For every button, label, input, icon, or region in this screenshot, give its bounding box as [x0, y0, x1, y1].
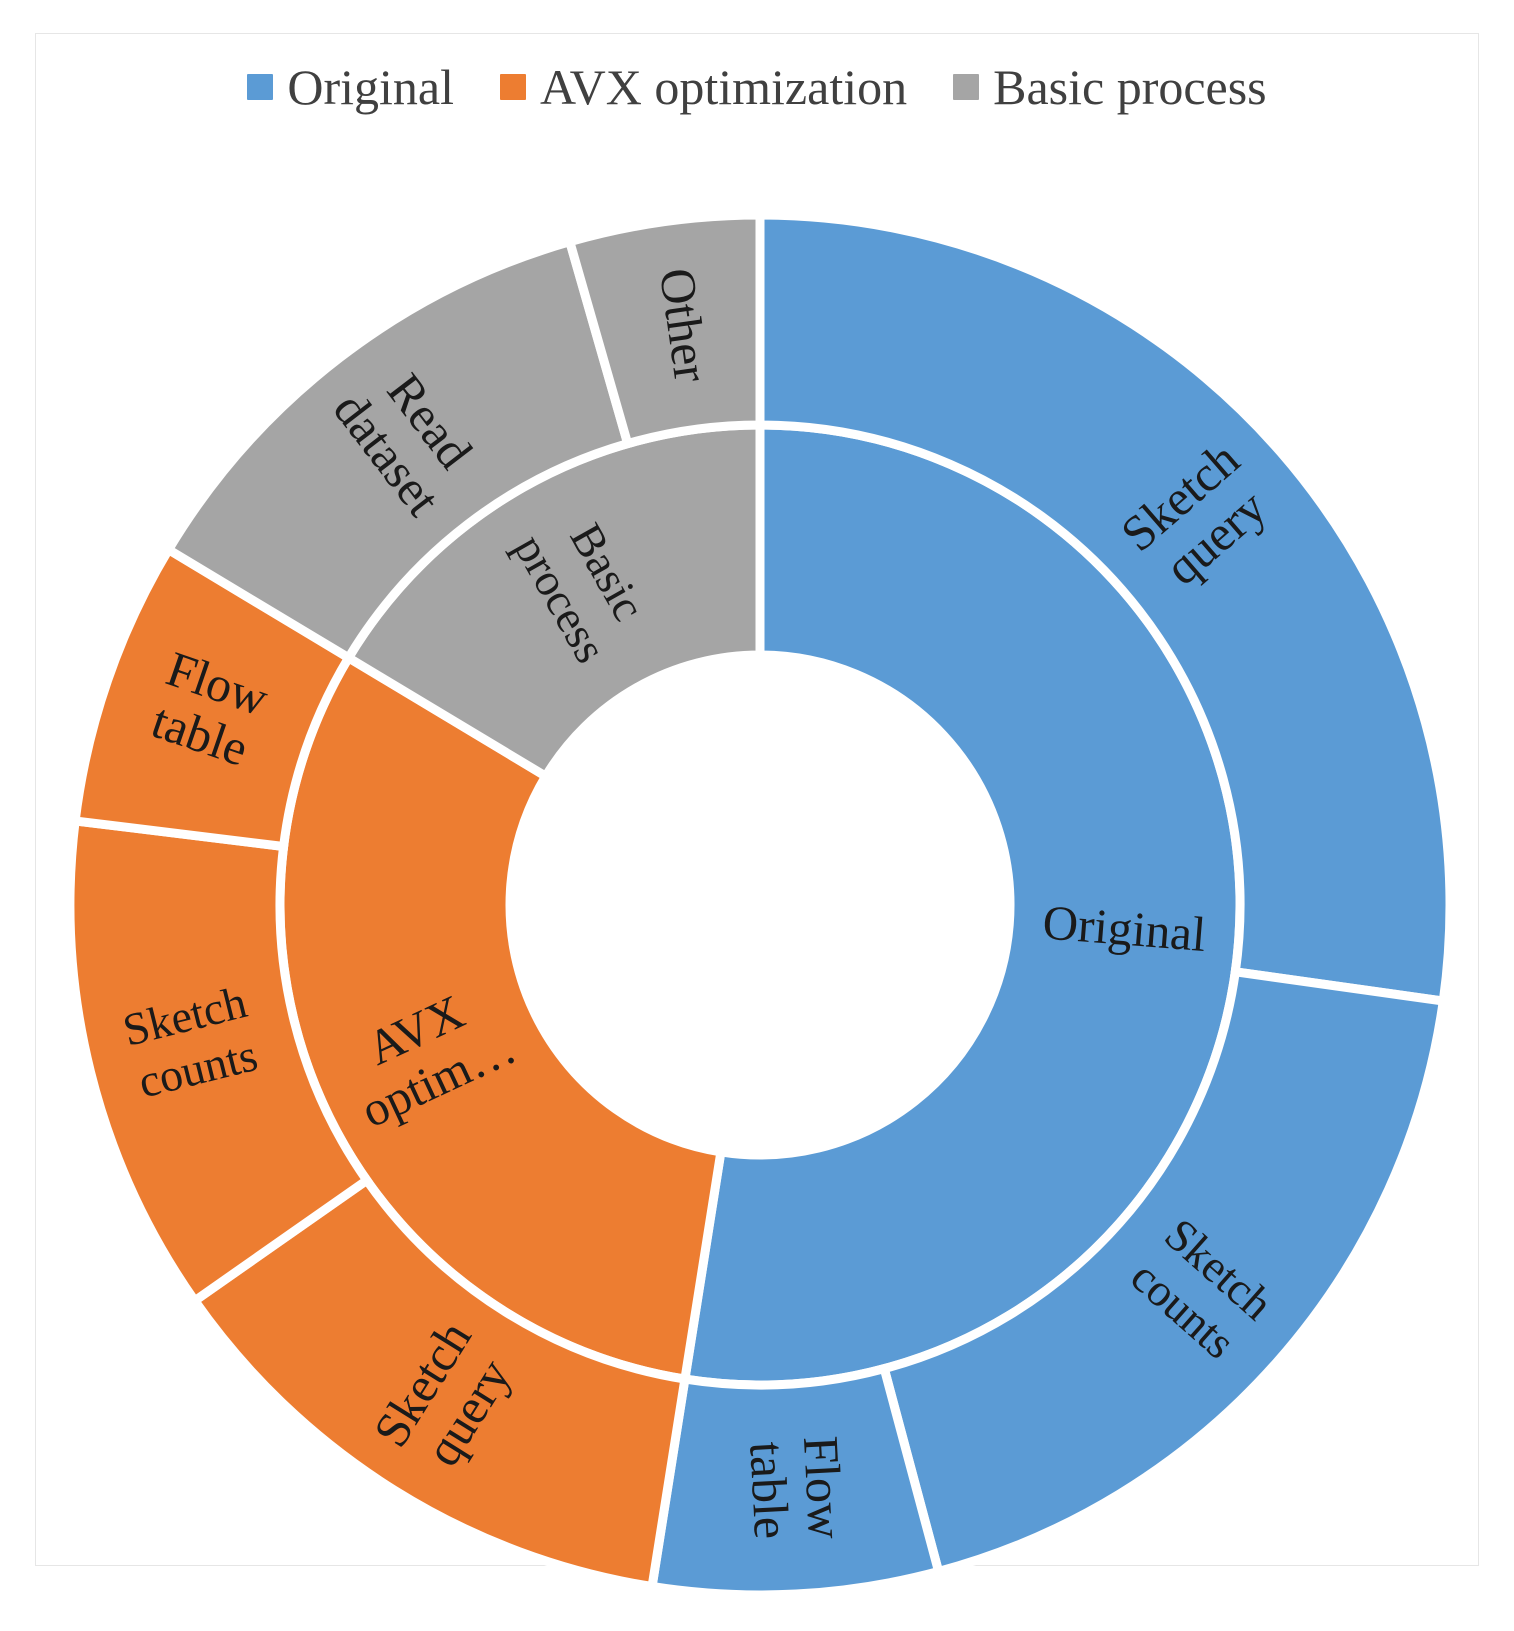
square-swatch-icon — [247, 74, 274, 100]
sunburst-segment[interactable] — [564, 210, 765, 450]
legend-item-original[interactable]: Original — [247, 62, 454, 112]
square-swatch-icon — [953, 74, 980, 100]
sunburst-segment[interactable] — [878, 966, 1449, 1578]
sunburst-segment[interactable] — [755, 210, 1455, 1007]
square-swatch-icon — [499, 74, 526, 100]
legend-label: Original — [287, 59, 454, 115]
legend-item-basic-process[interactable]: Basic process — [953, 62, 1267, 112]
legend-label: Basic process — [993, 59, 1267, 115]
legend-item-avx-optimization[interactable]: AVX optimization — [499, 59, 908, 115]
chart-legend: Original AVX optimization Basic process — [0, 62, 1514, 112]
ring-outer-level2 — [65, 210, 1455, 1600]
sunburst-segment[interactable] — [646, 1363, 945, 1600]
legend-label: AVX optimization — [539, 59, 908, 115]
